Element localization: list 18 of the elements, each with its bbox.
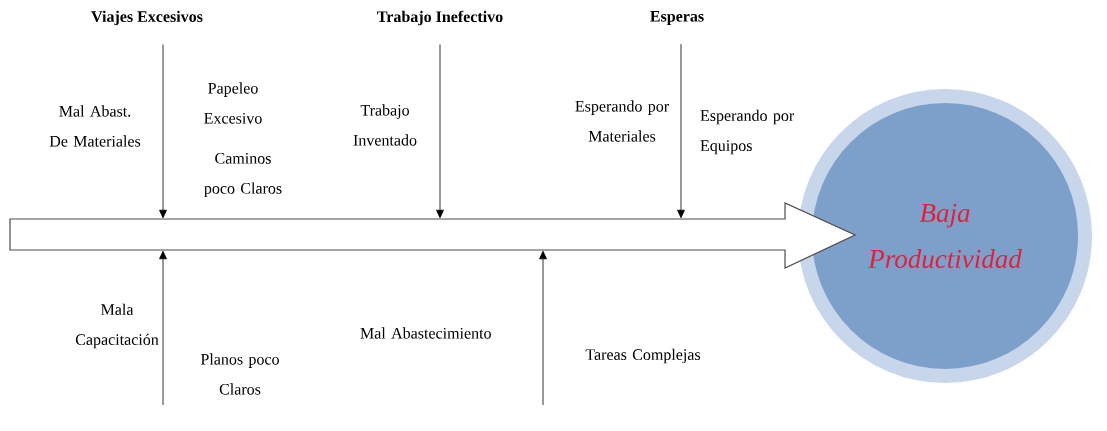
cause-label: Esperando por Equipos bbox=[700, 109, 795, 155]
category-heading: Viajes Excesivos bbox=[91, 10, 203, 26]
arrow bbox=[159, 250, 167, 406]
category-heading: Trabajo Inefectivo bbox=[377, 10, 503, 26]
cause-label: Planos poco Claros bbox=[200, 353, 279, 395]
cause-label: Papeleo Excesivo bbox=[204, 82, 262, 124]
cause-label: Esperando por Materiales bbox=[575, 100, 669, 142]
cause-label: Mal Abast. De Materiales bbox=[49, 105, 141, 147]
arrow bbox=[677, 43, 685, 219]
arrow bbox=[539, 250, 547, 406]
cause-label: Tareas Complejas bbox=[585, 348, 701, 364]
cause-label: Mala Capacitación bbox=[75, 303, 159, 349]
arrow bbox=[436, 44, 444, 219]
category-heading: Esperas bbox=[650, 11, 704, 25]
block-arrow bbox=[9, 202, 857, 269]
arrow bbox=[159, 44, 167, 219]
cause-label: Mal Abastecimiento bbox=[360, 327, 491, 339]
cause-label: Trabajo Inventado bbox=[353, 104, 417, 146]
